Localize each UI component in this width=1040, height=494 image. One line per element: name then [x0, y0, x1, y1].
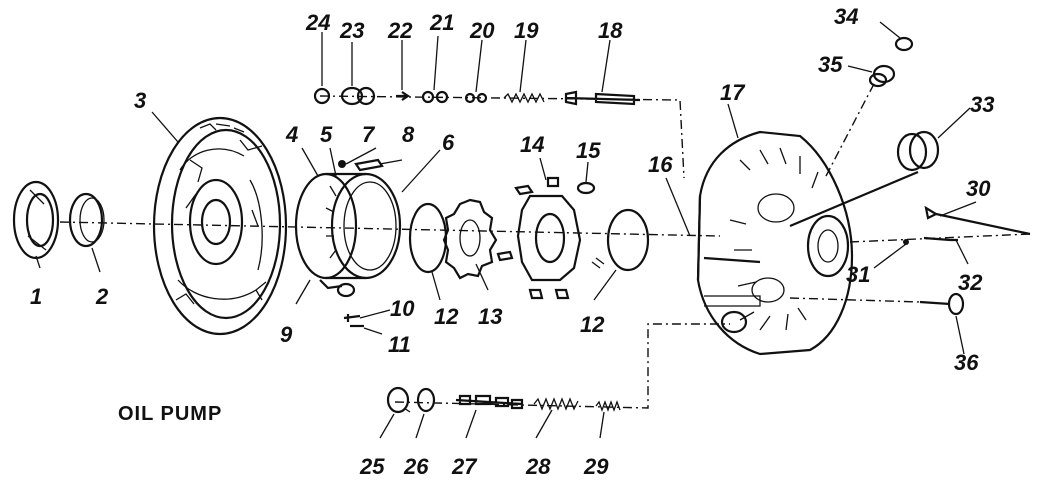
callout-12-left: 12 — [434, 304, 459, 329]
callout-5: 5 — [320, 122, 333, 147]
callout-36: 36 — [954, 350, 979, 375]
callout-9: 9 — [280, 322, 293, 347]
part-14-stator — [496, 176, 582, 300]
part-12-ring-left — [408, 202, 448, 274]
part-1-seal — [12, 180, 60, 260]
callout-27: 27 — [451, 454, 478, 479]
part-36-axis — [789, 297, 921, 303]
callout-35: 35 — [818, 52, 843, 77]
part-30-pin — [924, 205, 1031, 236]
callout-4: 4 — [285, 122, 298, 147]
part-31-ball — [903, 239, 909, 245]
part-3-pump-body — [152, 116, 288, 336]
callout-30: 30 — [966, 176, 991, 201]
callout-labels: 1 2 3 4 5 6 7 8 9 10 11 12 12 13 14 15 1… — [30, 4, 994, 479]
callout-10: 10 — [390, 296, 415, 321]
part-29-spring — [595, 400, 621, 412]
callout-7: 7 — [362, 122, 376, 147]
callout-23: 23 — [339, 18, 364, 43]
part-25-snap-ring — [386, 386, 411, 414]
callout-21: 21 — [429, 10, 454, 35]
callout-34: 34 — [834, 4, 858, 29]
part-22-pin — [396, 91, 410, 101]
callout-19: 19 — [514, 18, 539, 43]
part-26-plug — [416, 387, 436, 413]
main-axis-line — [59, 221, 1031, 243]
callout-18: 18 — [598, 18, 623, 43]
part-10-bolt — [343, 314, 361, 322]
callout-17: 17 — [720, 80, 746, 105]
part-8-key — [354, 158, 384, 172]
callout-11: 11 — [388, 332, 411, 357]
part-27-valve — [455, 394, 524, 410]
callout-31: 31 — [846, 262, 870, 287]
part-32-valve — [923, 236, 958, 242]
callout-3: 3 — [134, 88, 146, 113]
part-33-seal-rings — [896, 130, 940, 172]
callout-20: 20 — [469, 18, 495, 43]
leader-arrows — [35, 21, 977, 439]
callout-26: 26 — [403, 454, 429, 479]
part-24-plug — [313, 87, 331, 105]
lower-valve-axis — [394, 323, 730, 409]
part-35-fitting — [868, 64, 896, 88]
callout-24: 24 — [305, 10, 330, 35]
part-15-spring — [591, 257, 605, 269]
part-15-vane — [576, 181, 596, 195]
callout-8: 8 — [402, 122, 415, 147]
part-36-bolt-shank — [919, 300, 951, 306]
part-17-pump-cover — [696, 130, 854, 356]
part-35-axis — [825, 79, 877, 177]
callout-6: 6 — [442, 130, 455, 155]
callout-2: 2 — [95, 284, 109, 309]
callout-1: 1 — [30, 284, 42, 309]
cover-rod — [789, 170, 919, 228]
part-21-valve — [421, 90, 449, 104]
part-18-sleeve — [564, 90, 641, 106]
part-28-spring — [533, 397, 579, 411]
part-12-ring-right — [606, 208, 650, 272]
callout-25: 25 — [359, 454, 385, 479]
callout-32: 32 — [958, 270, 983, 295]
part-19-spring — [503, 92, 545, 104]
upper-valve-axis — [319, 95, 685, 179]
callout-28: 28 — [525, 454, 551, 479]
callout-12-right: 12 — [580, 312, 605, 337]
callout-13: 13 — [478, 304, 502, 329]
part-13-rotor — [442, 198, 498, 280]
part-36-bolt-head — [947, 292, 965, 316]
diagram-title: OIL PUMP — [118, 403, 222, 425]
part-20-spool — [464, 92, 488, 104]
part-23-valve — [340, 86, 376, 106]
callout-16: 16 — [648, 152, 673, 177]
callout-15: 15 — [576, 138, 601, 163]
part-2-bushing — [68, 192, 105, 248]
part-34-plug — [894, 36, 914, 52]
callout-22: 22 — [387, 18, 413, 43]
part-4-5-housing — [294, 172, 402, 298]
callout-29: 29 — [583, 454, 609, 479]
callout-14: 14 — [520, 132, 544, 157]
part-7-pin — [338, 160, 346, 168]
callout-33: 33 — [970, 92, 994, 117]
